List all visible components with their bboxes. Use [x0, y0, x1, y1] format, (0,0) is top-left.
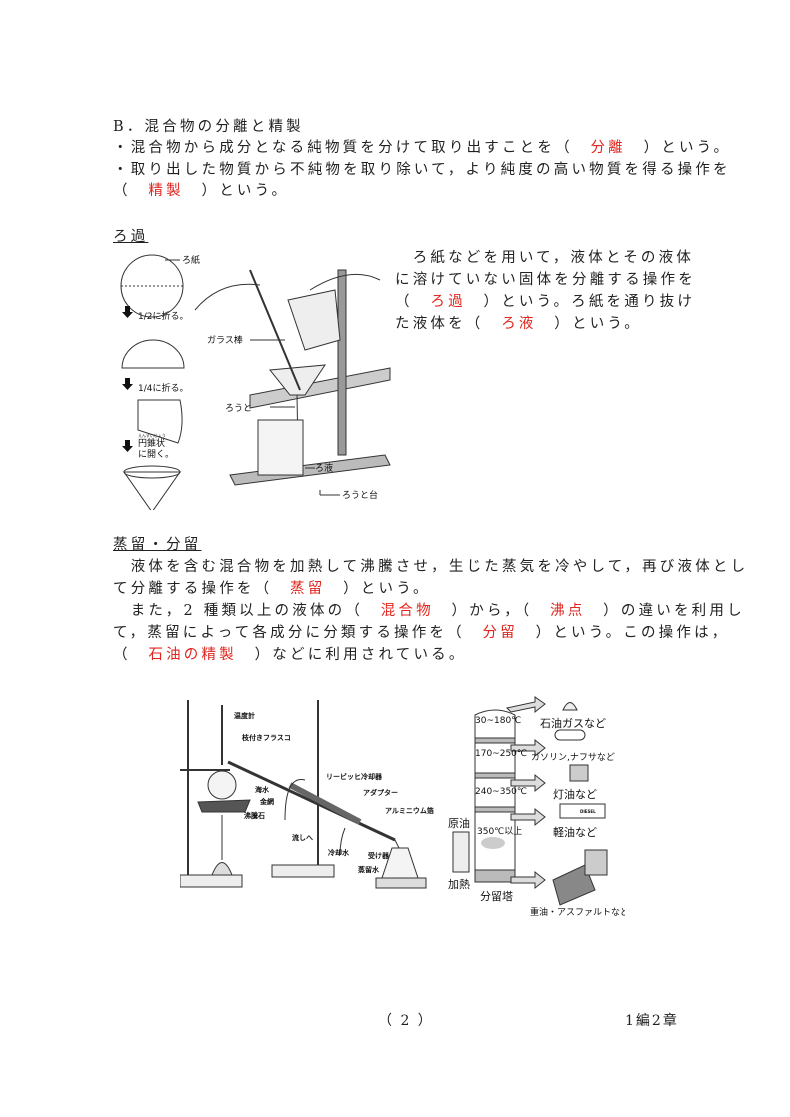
- temp-range-4: 350℃以上: [477, 826, 522, 837]
- label-open: に開く。: [138, 449, 174, 460]
- text: ）の違いを利用し: [585, 603, 745, 619]
- arrow-down-icon: [122, 306, 133, 452]
- label-boiling-chips: 沸騰石: [244, 811, 265, 820]
- label-distilled-water: 蒸留水: [358, 865, 380, 874]
- text: また，2 種類以上の液体の（: [113, 603, 381, 619]
- answer: 蒸留: [290, 581, 326, 597]
- product-diesel: 軽油など: [553, 825, 597, 839]
- definition-purification: ・取り出した物質から不純物を取り除いて，より純度の高い物質を得る操作を: [113, 162, 731, 178]
- text: （: [113, 183, 149, 199]
- product-kerosene: 灯油など: [553, 787, 597, 801]
- label-fold-half: 1/2に折る。: [138, 310, 189, 322]
- distillation-text: 液体を含む混合物を加熱して沸騰させ，生じた蒸気を冷やして，再び液体とし: [113, 559, 749, 575]
- page-number: （ 2 ）: [378, 1013, 434, 1029]
- answer: ろ過: [430, 294, 466, 310]
- text: ）という。ろ紙を通り抜け: [465, 294, 696, 310]
- distillation-text: （ 石油の精製 ）などに利用されている。: [113, 645, 467, 665]
- distillation-text: て，蒸留によって各成分に分類する操作を（ 分留 ）という。この操作は，: [113, 623, 729, 643]
- section-title: B．混合物の分離と精製: [113, 119, 304, 135]
- label-to-drain: 流しへ: [292, 833, 313, 842]
- definition-separation: ・混合物から成分となる純物質を分けて取り出すことを（ 分離 ）という。: [113, 138, 731, 158]
- label-funnel-stand: ろうと台: [342, 489, 378, 501]
- text: ）という。: [183, 183, 290, 199]
- filtration-text: に溶けていない固体を分離する操作を: [395, 272, 696, 288]
- text: て，蒸留によって各成分に分類する操作を（: [113, 625, 483, 641]
- text: （: [395, 294, 431, 310]
- label-receiver: 受け器: [368, 851, 390, 860]
- label-flask: 枝付きフラスコ: [241, 733, 291, 742]
- text: ）という。この操作は，: [517, 625, 730, 641]
- product-heavy-oil: 重油・アスファルトなど: [530, 906, 625, 918]
- answer: 石油の精製: [148, 647, 237, 663]
- label-cone-ruby: えんすいじょう: [138, 432, 166, 438]
- temp-range-3: 240~350℃: [475, 787, 527, 797]
- label-tower: 分留塔: [480, 890, 513, 903]
- distillation-heading: 蒸留・分留: [113, 537, 202, 553]
- answer: ろ液: [501, 316, 537, 332]
- label-liebig: リービッヒ冷却器: [326, 772, 383, 781]
- filtration-heading: ろ過: [113, 229, 149, 245]
- filtration-text: た液体を（ ろ液 ）という。: [395, 314, 642, 334]
- text: ）から，（: [433, 603, 551, 619]
- label-fold-quarter: 1/4に折る。: [138, 382, 189, 394]
- answer: 沸点: [550, 603, 586, 619]
- text: ）という。: [536, 316, 642, 332]
- label-wire-gauze: 金網: [259, 797, 274, 806]
- distillation-text: また，2 種類以上の液体の（ 混合物 ）から，（ 沸点 ）の違いを利用し: [113, 601, 745, 621]
- truck-label: DIESEL: [580, 809, 596, 814]
- fractionating-tower-figure: 30~180℃ 170~250℃ 240~350℃ 350℃以上 原油 加熱 分…: [448, 696, 625, 918]
- text: た液体を（: [395, 316, 502, 332]
- text: ・混合物から成分となる純物質を分けて取り出すことを（: [113, 140, 591, 156]
- text: （: [113, 647, 149, 663]
- label-glass-rod: ガラス棒: [207, 334, 243, 346]
- text: ）という。: [625, 140, 732, 156]
- answer: 精製: [148, 183, 184, 199]
- distillation-apparatus-figure: 温度計 枝付きフラスコ 海水 金網 沸騰石 リービッヒ冷却器 アダプター アルミ…: [180, 700, 434, 889]
- temp-range-1: 30~180℃: [475, 716, 521, 726]
- filtration-text: ろ紙などを用いて，液体とその液体: [395, 250, 695, 266]
- label-filtrate: ろ液: [315, 462, 333, 474]
- text: ）という。: [325, 581, 431, 597]
- label-crude-oil: 原油: [448, 816, 470, 830]
- answer: 分離: [590, 140, 626, 156]
- label-cone: 円錐状: [138, 437, 165, 449]
- label-funnel: ろうと: [225, 403, 252, 414]
- label-cooling-water: 冷却水: [328, 848, 350, 857]
- chapter-label: 1編2章: [625, 1013, 679, 1029]
- label-adapter: アダプター: [363, 788, 398, 797]
- distillation-text: て分離する操作を（ 蒸留 ）という。: [113, 579, 431, 599]
- definition-purification-cont: （ 精製 ）という。: [113, 181, 289, 201]
- text: て分離する操作を（: [113, 581, 290, 597]
- answer: 分留: [482, 625, 518, 641]
- label-foil: アルミニウム箔: [385, 806, 434, 815]
- label-heating: 加熱: [448, 878, 470, 891]
- label-seawater: 海水: [255, 785, 270, 794]
- answer: 混合物: [380, 603, 434, 619]
- label-thermometer: 温度計: [234, 711, 255, 720]
- product-petroleum-gas: 石油ガスなど: [540, 716, 606, 730]
- label-filter-paper: ろ紙: [182, 254, 200, 266]
- filtration-text: （ ろ過 ）という。ろ紙を通り抜け: [395, 292, 695, 312]
- text: ）などに利用されている。: [236, 647, 467, 663]
- product-gasoline: ガソリン,ナフサなど: [531, 752, 615, 763]
- filtration-figure: ろ紙 1/2に折る。 1/4に折る。 えんすいじょう 円錐状 に開く。 ガラス棒…: [120, 254, 391, 510]
- temp-range-2: 170~250℃: [475, 749, 527, 759]
